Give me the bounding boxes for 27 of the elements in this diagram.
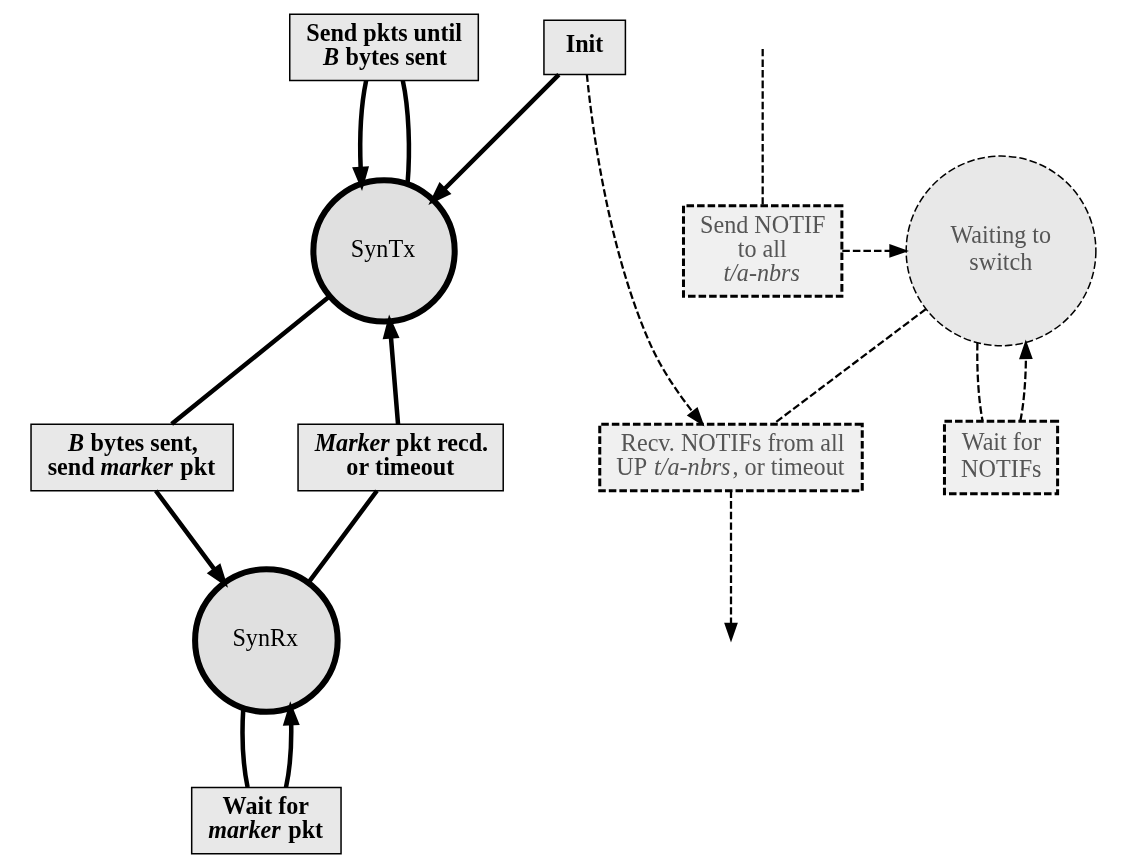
node-circle: SynRx <box>191 566 341 715</box>
connector <box>239 708 250 788</box>
arrow <box>585 74 704 427</box>
arrow <box>1018 339 1033 421</box>
arrow <box>153 489 228 588</box>
node-circle: Waiting to switch <box>904 155 1097 347</box>
connector <box>169 294 331 426</box>
arrow <box>841 244 909 258</box>
node-box: Send pkts until B bytes sent <box>288 13 479 82</box>
node-box: Wait for marker pkt <box>190 786 342 855</box>
connector <box>771 308 926 426</box>
arrow <box>427 73 560 206</box>
connector <box>761 49 764 206</box>
connector <box>306 489 379 584</box>
arrow <box>723 490 738 643</box>
node-box: Wait for NOTIFs <box>942 419 1059 496</box>
arrow <box>282 701 300 788</box>
node-box: Marker pkt recd. or timeout <box>296 423 504 492</box>
node-box: B bytes sent, send marker pkt <box>29 423 234 492</box>
connector <box>400 80 411 185</box>
arrow <box>382 314 400 425</box>
node-box: Send NOTIF to all t/a-nbrs <box>681 204 843 298</box>
connector <box>975 342 984 421</box>
node-box: Recv. NOTIFs from all UP t/a-nbrs, or timeout <box>597 422 864 493</box>
node-circle: SynTx <box>309 177 458 325</box>
node-box: Init <box>542 19 626 76</box>
arrow <box>351 80 369 191</box>
